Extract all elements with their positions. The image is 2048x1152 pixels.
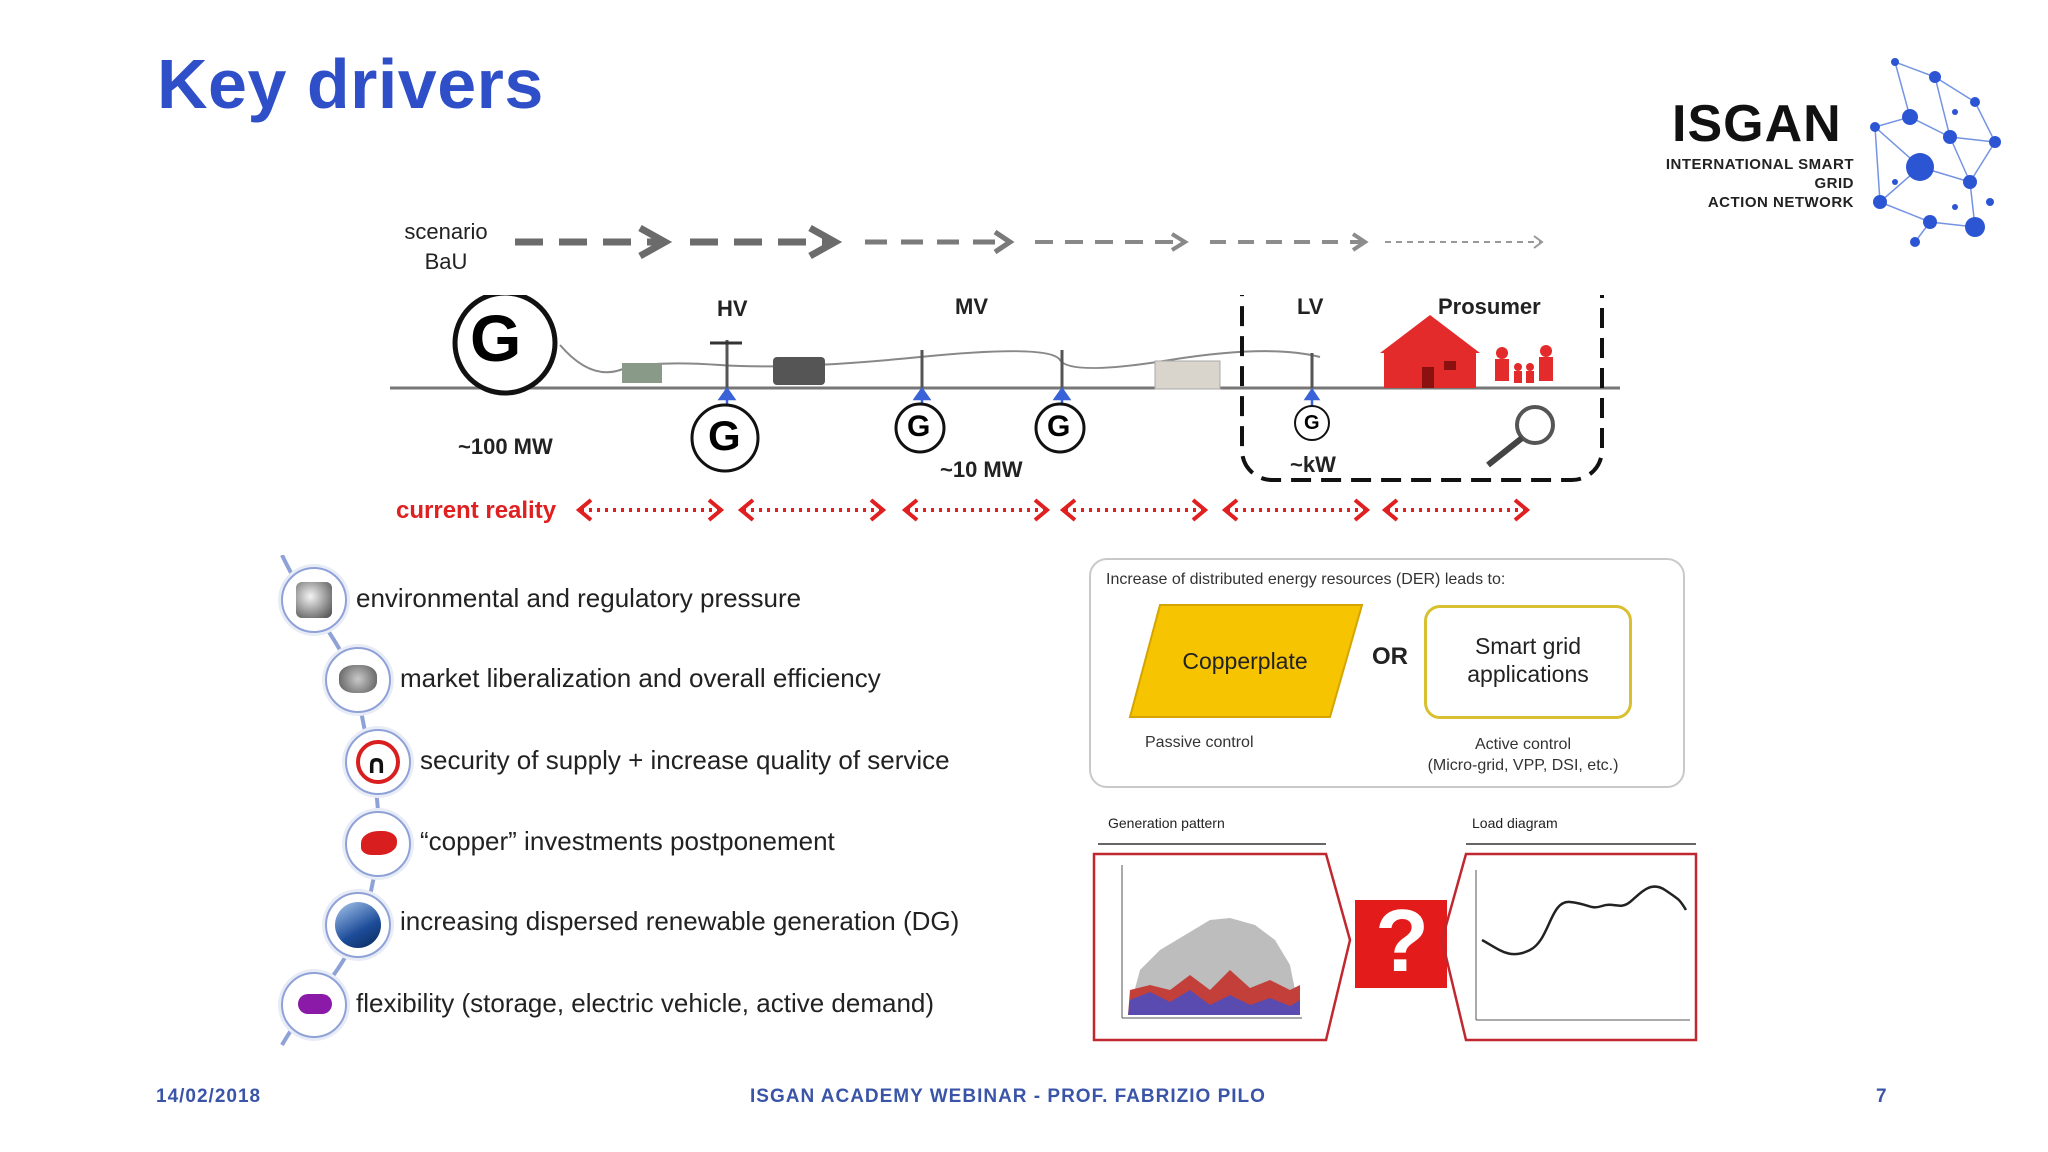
lv-label: LV (1297, 294, 1324, 319)
question-mark: ? (1375, 891, 1429, 990)
prosumer-label: Prosumer (1438, 294, 1541, 319)
logo-subtitle-line2: ACTION NETWORK (1707, 194, 1854, 211)
smartgrid-label: Smart grid applications (1424, 632, 1632, 688)
copperplate-label: Copperplate (1182, 648, 1308, 674)
or-label: OR (1372, 643, 1408, 670)
scenario-line1: scenario (404, 219, 488, 244)
charts-panel (1092, 843, 1698, 1042)
smartgrid-label-line1: Smart grid (1474, 633, 1582, 659)
page-number: 7 (1876, 1086, 1888, 1107)
generation-pattern-title: Generation pattern (1108, 815, 1225, 831)
logo-name: ISGAN (1672, 95, 1842, 153)
grid-diagram (390, 295, 1620, 482)
logo-subtitle: INTERNATIONAL SMART GRID ACTION NETWORK (1628, 155, 1854, 212)
footer-title: ISGAN ACADEMY WEBINAR - PROF. FABRIZIO P… (750, 1086, 1266, 1107)
smartgrid-box (1424, 605, 1632, 719)
active-control-line1: Active control (1474, 736, 1572, 753)
mv-generator-symbol-2: G (1047, 410, 1071, 443)
lv-generator-symbol: G (1304, 412, 1320, 434)
big-generator-power: ~100 MW (458, 434, 553, 459)
active-control-line2: (Micro-grid, VPP, DSI, etc.) (1427, 757, 1619, 774)
load-diagram-title: Load diagram (1472, 815, 1558, 831)
small-generator-power: ~kW (1290, 452, 1336, 477)
network-logo-icon (1870, 58, 2001, 247)
active-control-caption: Active control (Micro-grid, VPP, DSI, et… (1408, 734, 1638, 776)
footer-date: 14/02/2018 (156, 1086, 262, 1107)
driver-item-5: increasing dispersed renewable generatio… (400, 906, 960, 936)
bau-arrow-row (515, 224, 1544, 260)
driver-item-6: flexibility (storage, electric vehicle, … (356, 988, 935, 1018)
copperplate-shape (1128, 604, 1364, 718)
der-box (1089, 558, 1685, 788)
smartgrid-label-line2: applications (1467, 661, 1589, 687)
renewable-icon (325, 892, 391, 958)
environment-icon (281, 567, 347, 633)
big-generator-symbol: G (470, 301, 522, 375)
driver-item-1: environmental and regulatory pressure (356, 583, 802, 613)
scenario-label: scenario BaU (396, 217, 496, 277)
der-heading: Increase of distributed energy resources… (1106, 571, 1506, 588)
mv-generator-symbol-1: G (907, 410, 931, 443)
security-icon: ∩ (345, 729, 411, 795)
mv-label: MV (955, 294, 988, 319)
logo-subtitle-line1: INTERNATIONAL SMART GRID (1665, 156, 1854, 192)
driver-item-3: security of supply + increase quality of… (420, 745, 950, 775)
scenario-line2: BaU (424, 249, 468, 274)
mid-generator-power: ~10 MW (940, 457, 1023, 482)
copper-icon (345, 811, 411, 877)
current-reality-arrows (575, 498, 1531, 522)
flexibility-icon (281, 972, 347, 1038)
driver-item-2: market liberalization and overall effici… (400, 663, 881, 693)
driver-item-4: “copper” investments postponement (420, 826, 835, 856)
current-reality-label: current reality (396, 497, 557, 524)
slide-title: Key drivers (157, 45, 544, 123)
passive-control-caption: Passive control (1145, 734, 1254, 751)
hv-label: HV (717, 296, 748, 321)
hv-generator-symbol: G (708, 412, 741, 459)
market-icon (325, 647, 391, 713)
